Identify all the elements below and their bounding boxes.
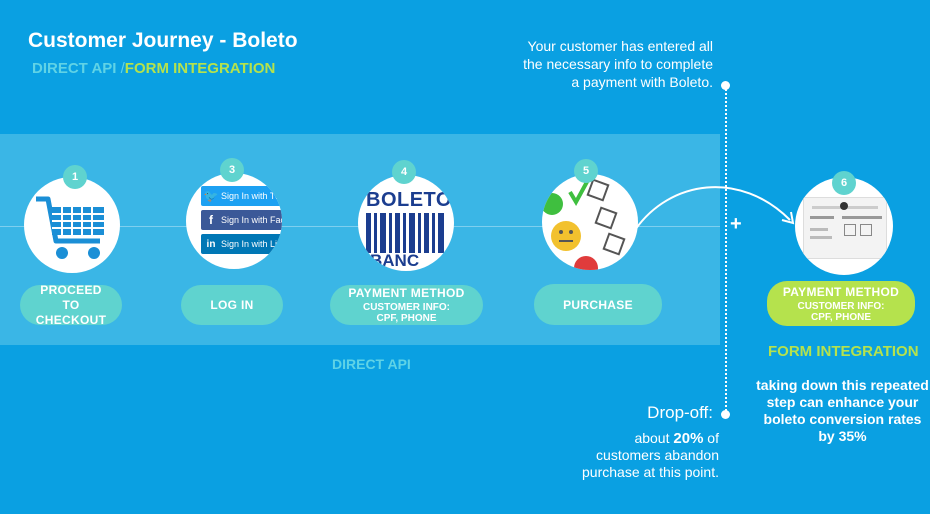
divider-top-dot: [721, 81, 730, 90]
step-6-circle: [795, 177, 893, 275]
barcode-icon: [366, 213, 444, 253]
step-5-label: PURCHASE: [563, 297, 633, 312]
banco-text: BANC: [370, 251, 420, 270]
step-4-label: PAYMENT METHOD: [348, 286, 465, 300]
form-integration-label: FORM INTEGRATION: [768, 343, 919, 360]
drop-off-text: about 20% of customers abandon purchase …: [582, 430, 719, 480]
drop-off-divider: [725, 85, 727, 415]
form-integration-note: taking down this repeated step can enhan…: [756, 377, 929, 444]
subtitle-direct-api: DIRECT API: [32, 60, 117, 77]
twitter-icon: 🐦: [203, 189, 219, 203]
step-5-circle: [542, 174, 638, 270]
page-subtitle: DIRECT API /FORM INTEGRATION: [32, 60, 275, 77]
step-4-badge: 4: [392, 160, 416, 184]
survey-faces-icon: [542, 178, 626, 270]
step-4-pill: PAYMENT METHOD CUSTOMER INFO: CPF, PHONE: [330, 285, 483, 325]
drop-off-percent: 20%: [673, 430, 704, 447]
twitter-signin: 🐦Sign In with Tw: [201, 186, 282, 206]
step-6-label: PAYMENT METHOD: [782, 284, 900, 299]
step-3-label: LOG IN: [210, 298, 254, 312]
arrow-to-form-icon: [634, 186, 795, 231]
step-3-badge: 3: [220, 158, 244, 182]
shopping-cart-icon: [36, 196, 104, 259]
subtitle-form-integration: FORM INTEGRATION: [124, 60, 276, 77]
payment-form-screenshot: [803, 197, 887, 259]
step-1-badge: 1: [63, 165, 87, 189]
divider-bottom-dot: [721, 410, 730, 419]
step-1-pill: PROCEED TO CHECKOUT: [20, 282, 122, 327]
step-1-label: PROCEED TO CHECKOUT: [35, 282, 107, 327]
page-title: Customer Journey - Boleto: [28, 29, 298, 52]
step-1-circle: [24, 177, 120, 273]
step-5-pill: PURCHASE: [534, 284, 662, 325]
boleto-logo: BOLETO: [366, 189, 452, 211]
drop-off-title: Drop-off:: [647, 403, 713, 422]
step-3-pill: LOG IN: [181, 285, 283, 325]
subtitle-separator: /: [120, 60, 125, 77]
direct-api-label: DIRECT API: [332, 356, 411, 372]
step-6-sublabel: CUSTOMER INFO: CPF, PHONE: [797, 300, 885, 323]
step-5-badge: 5: [574, 159, 598, 183]
linkedin-icon: in: [206, 238, 216, 250]
step-6-badge: 6: [832, 171, 856, 195]
step-4-sublabel: CUSTOMER INFO: CPF, PHONE: [362, 302, 451, 324]
customer-info-note: Your customer has entered all the necess…: [523, 38, 713, 90]
step-4-circle: BOLETO BANC: [358, 175, 454, 271]
step-6-pill: PAYMENT METHOD CUSTOMER INFO: CPF, PHONE: [767, 281, 915, 326]
facebook-icon: f: [209, 213, 213, 227]
plus-icon: +: [730, 213, 742, 235]
